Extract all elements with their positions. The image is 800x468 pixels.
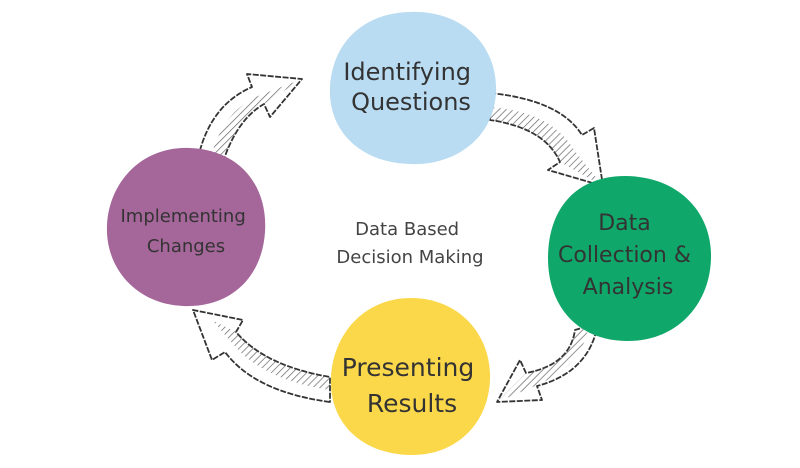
stage-implementing-changes: Implementing Changes bbox=[106, 147, 266, 307]
stage-presenting-results: Presenting Results bbox=[330, 298, 491, 456]
stage-data-collection-analysis: Data Collection & Analysis bbox=[548, 176, 712, 342]
arrow-implementing-to-identifying bbox=[197, 73, 303, 166]
center-label-line-2: Decision Making bbox=[336, 247, 483, 268]
arrow-identifying-to-collection bbox=[489, 92, 604, 187]
stage-label-line: Presenting bbox=[342, 353, 474, 382]
stage-blob bbox=[330, 298, 491, 456]
stage-blob bbox=[106, 147, 266, 307]
svg-text:Presenting Results: Presenting Results bbox=[342, 353, 482, 418]
svg-text:Implementing Changes: Implementing Changes bbox=[121, 206, 252, 257]
stage-identifying-questions: Identifying Questions bbox=[329, 11, 497, 165]
stage-blob bbox=[548, 176, 712, 342]
center-label: Data Based Decision Making bbox=[336, 219, 483, 268]
svg-text:Data Based Decision Maki: Data Based Decision Making bbox=[336, 219, 483, 268]
stage-blob bbox=[329, 11, 497, 165]
stage-label-line: Questions bbox=[351, 88, 471, 116]
stage-label-line: Identifying bbox=[343, 58, 471, 86]
stage-label-line: Changes bbox=[147, 236, 225, 257]
stage-label-line: Data bbox=[598, 211, 651, 236]
arrow-presenting-to-implementing bbox=[192, 309, 331, 403]
stage-label-line: Collection & bbox=[558, 243, 691, 268]
svg-text:Identifying Questions: Identifying Questions bbox=[343, 58, 478, 116]
stage-label-line: Results bbox=[367, 389, 457, 418]
stage-label-line: Implementing bbox=[121, 206, 246, 227]
center-label-line-1: Data Based bbox=[355, 219, 459, 240]
arrow-collection-to-presenting bbox=[496, 322, 599, 403]
svg-text:Data Collection &: Data Collection & Analysis bbox=[558, 211, 698, 300]
stage-label-line: Analysis bbox=[583, 275, 674, 300]
